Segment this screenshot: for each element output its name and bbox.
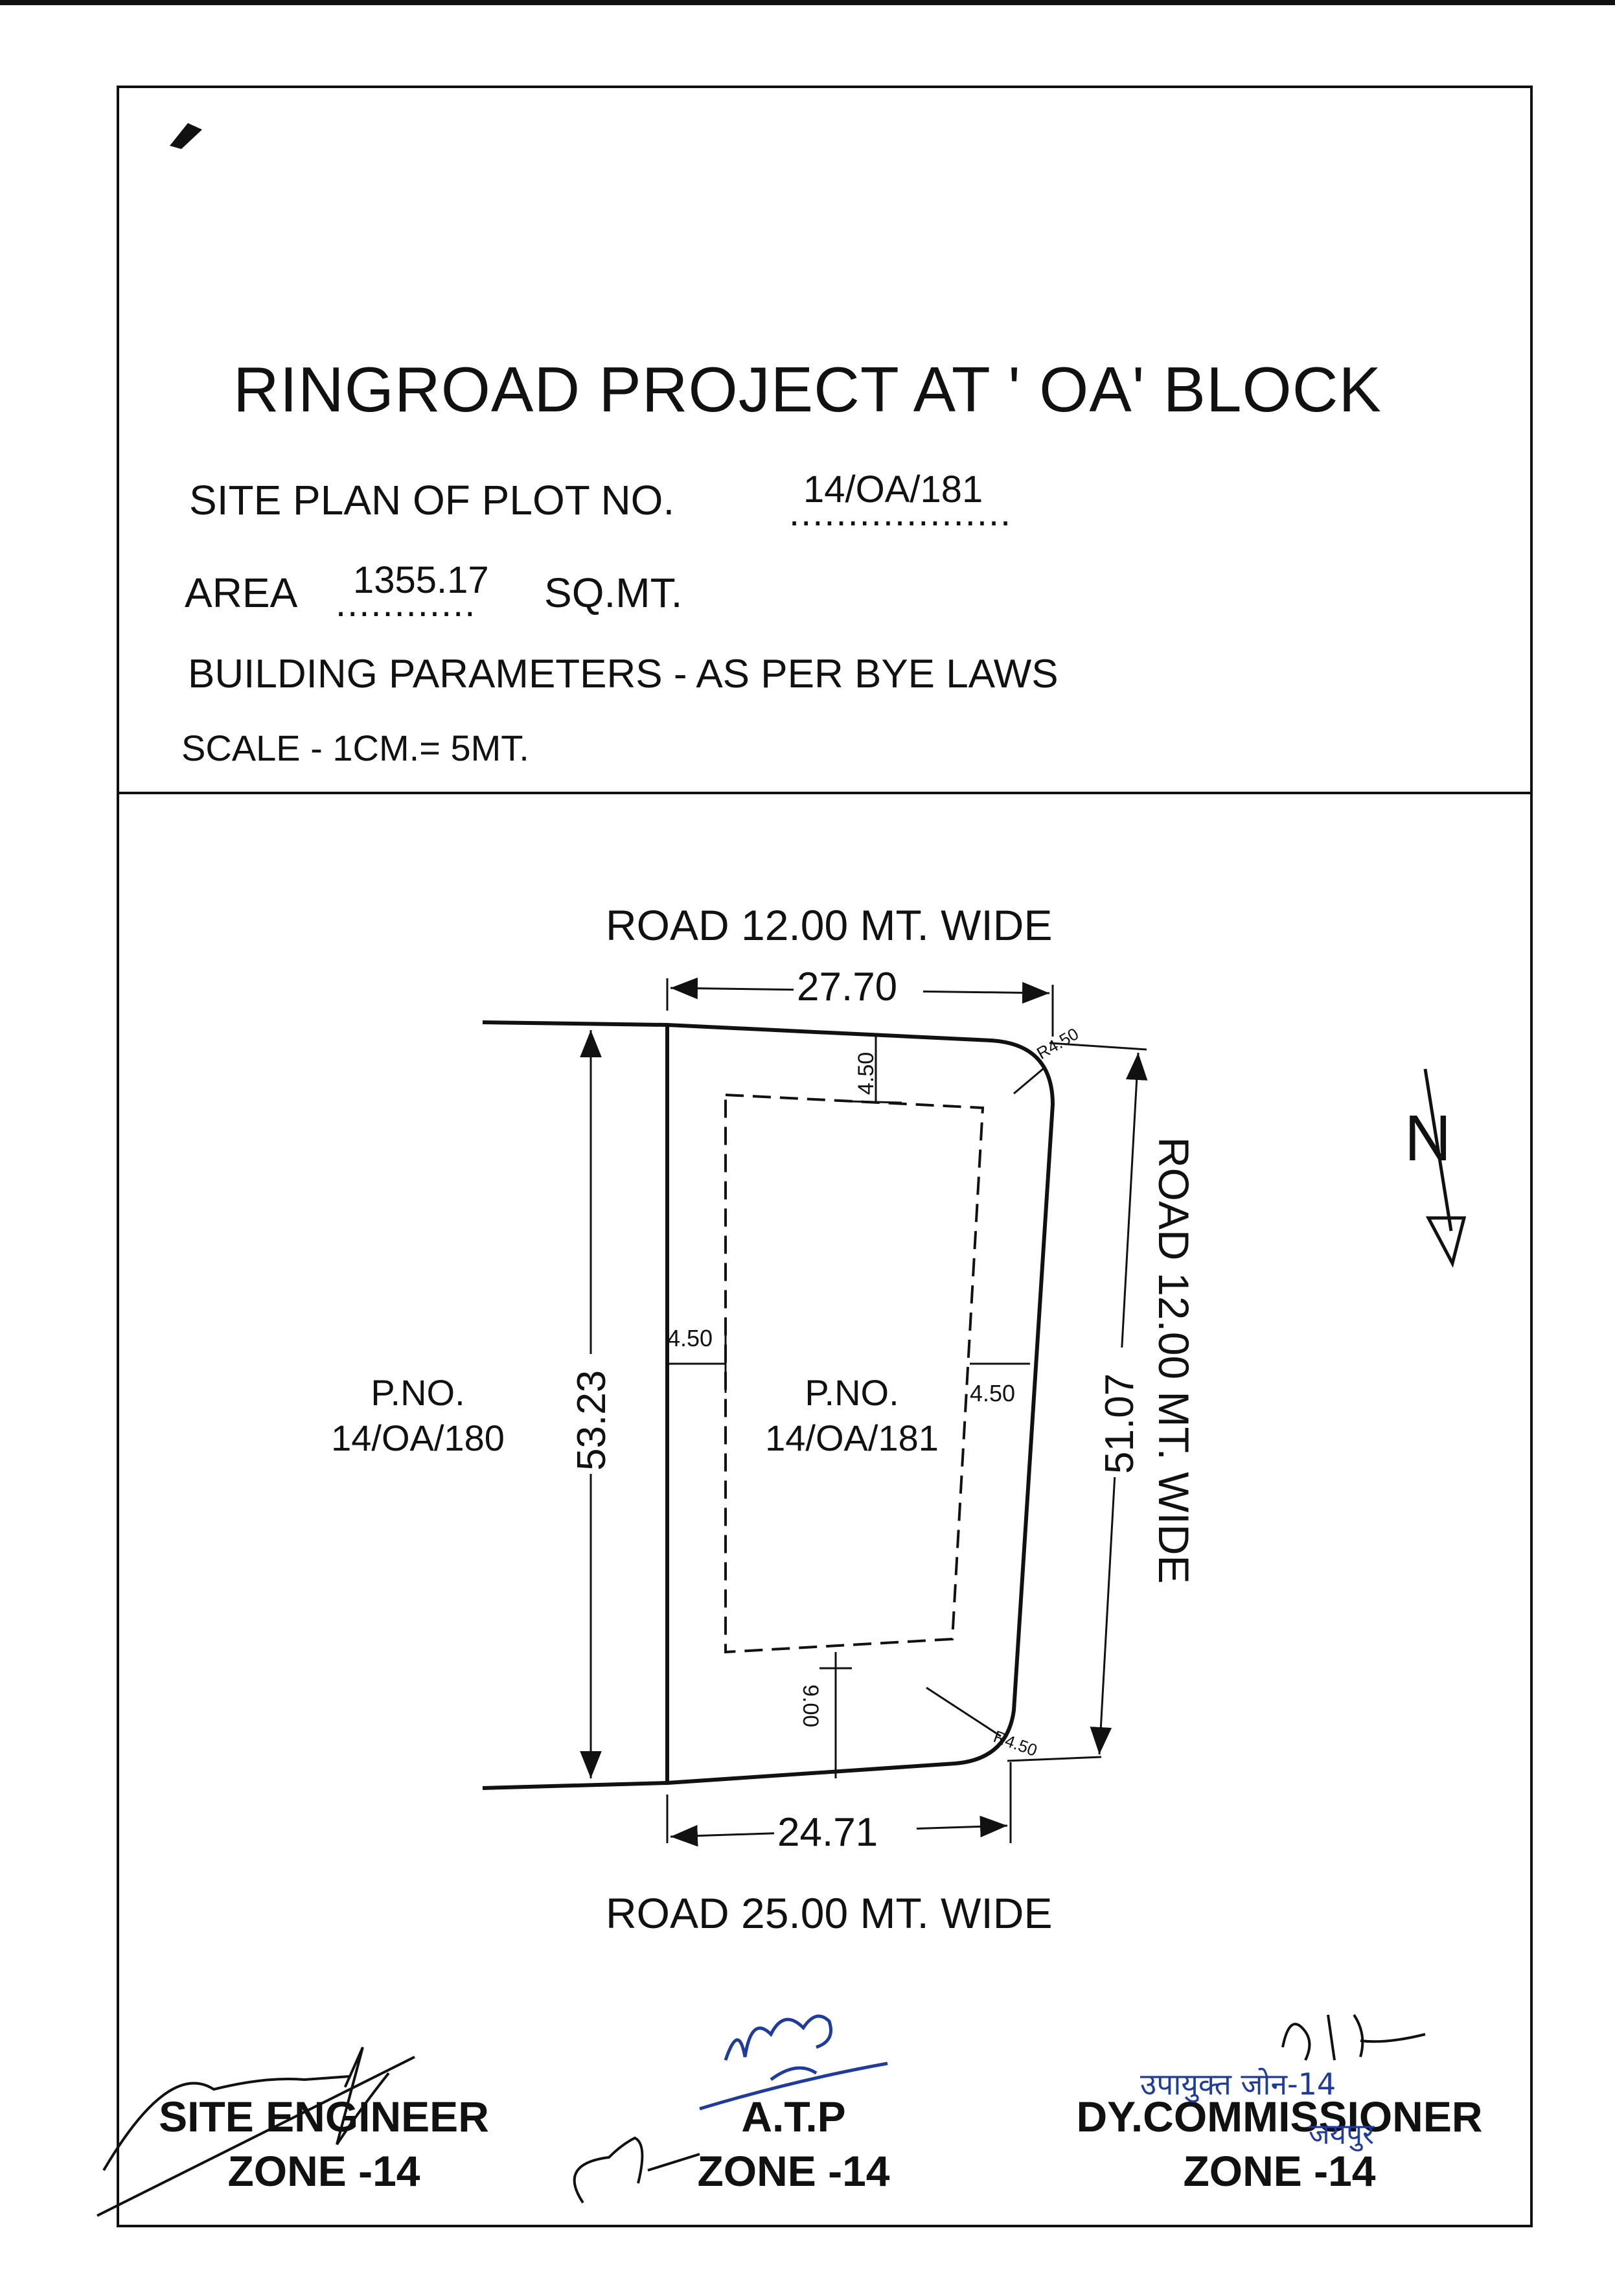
area-unit: SQ.MT. — [544, 569, 683, 616]
site-engineer-title: SITE ENGINEER — [159, 2093, 489, 2141]
site-plan-dots: ................... — [789, 492, 1013, 534]
area-label: AREA — [185, 569, 298, 616]
site-engineer-zone: ZONE -14 — [227, 2147, 420, 2195]
header-divider — [117, 792, 1533, 794]
signature-scribble-site-engineer — [97, 2047, 415, 2217]
building-parameters: BUILDING PARAMETERS - AS PER BYE LAWS — [188, 652, 1059, 696]
neighbor-plot-label: P.NO. 14/OA/180 — [304, 1370, 531, 1461]
road-bottom-label: ROAD 25.00 MT. WIDE — [606, 1889, 1053, 1937]
dim-top-gap — [794, 965, 923, 1004]
document-title: RINGROAD PROJECT AT ' OA' BLOCK — [233, 354, 1382, 425]
plot-label-no: 14/OA/181 — [765, 1418, 939, 1458]
radius-top-leader — [1013, 1068, 1044, 1095]
neighbor-label-no: 14/OA/180 — [331, 1418, 505, 1458]
atp-zone: ZONE -14 — [697, 2147, 890, 2195]
neighbor-label-title: P.NO. — [371, 1372, 465, 1413]
building-envelope — [724, 1093, 985, 1654]
dim-right-ext-top — [1049, 1042, 1147, 1051]
radius-bottom-leader — [926, 1686, 1002, 1738]
signature-scribble-atp-blue — [699, 2014, 888, 2111]
dim-right-gap — [1095, 1348, 1147, 1477]
signature-atp: A.T.P ZONE -14 — [648, 2089, 939, 2198]
area-value: 1355.17 — [353, 559, 489, 601]
signature-site-engineer: SITE ENGINEER ZONE -14 — [130, 2089, 518, 2198]
dim-left-gap — [567, 1354, 615, 1474]
dim-right-ext-bottom — [1007, 1756, 1102, 1762]
plot-label: P.NO. 14/OA/181 — [739, 1370, 965, 1461]
plot-label-title: P.NO. — [805, 1372, 899, 1413]
top-edge-rule — [0, 0, 1615, 5]
stamp-line1: उपायुक्त जोन-14 — [1140, 2067, 1336, 2102]
road-top-label: ROAD 12.00 MT. WIDE — [606, 901, 1053, 949]
signature-scribble-dy-commissioner — [1281, 2014, 1426, 2061]
setback-left-value: 4.50 — [667, 1325, 713, 1351]
dy-commissioner-title: DY.COMMISSIONER — [1076, 2093, 1483, 2141]
north-label: N — [1404, 1102, 1452, 1175]
dy-commissioner-zone: ZONE -14 — [1183, 2147, 1376, 2195]
signature-scribble-atp-black — [573, 2136, 700, 2204]
dim-top-value: 27.70 — [797, 965, 898, 1009]
stamp-line2: जयपुर — [1309, 2118, 1375, 2151]
area-dots: ............ — [336, 582, 477, 625]
scale-label: SCALE - 1CM.= 5MT. — [181, 728, 529, 768]
drawing-frame — [117, 86, 1533, 2227]
plot-boundary — [665, 1022, 1055, 1785]
site-plan-plot-no: 14/OA/181 — [803, 468, 983, 511]
road-edge-bottom — [482, 1781, 668, 1790]
site-plan-label: SITE PLAN OF PLOT NO. — [189, 477, 675, 523]
dim-bottom-gap — [774, 1811, 917, 1850]
dim-bottom-value: 24.71 — [777, 1810, 878, 1855]
atp-title: A.T.P — [741, 2093, 846, 2141]
setback-right-value: 4.50 — [970, 1380, 1016, 1406]
road-edge-top — [482, 1020, 668, 1027]
setback-front-tick — [849, 1100, 902, 1104]
north-arrow — [1423, 1068, 1467, 1268]
signature-dy-commissioner: DY.COMMISSIONER ZONE -14 — [1037, 2089, 1522, 2198]
ink-mark — [170, 123, 202, 149]
